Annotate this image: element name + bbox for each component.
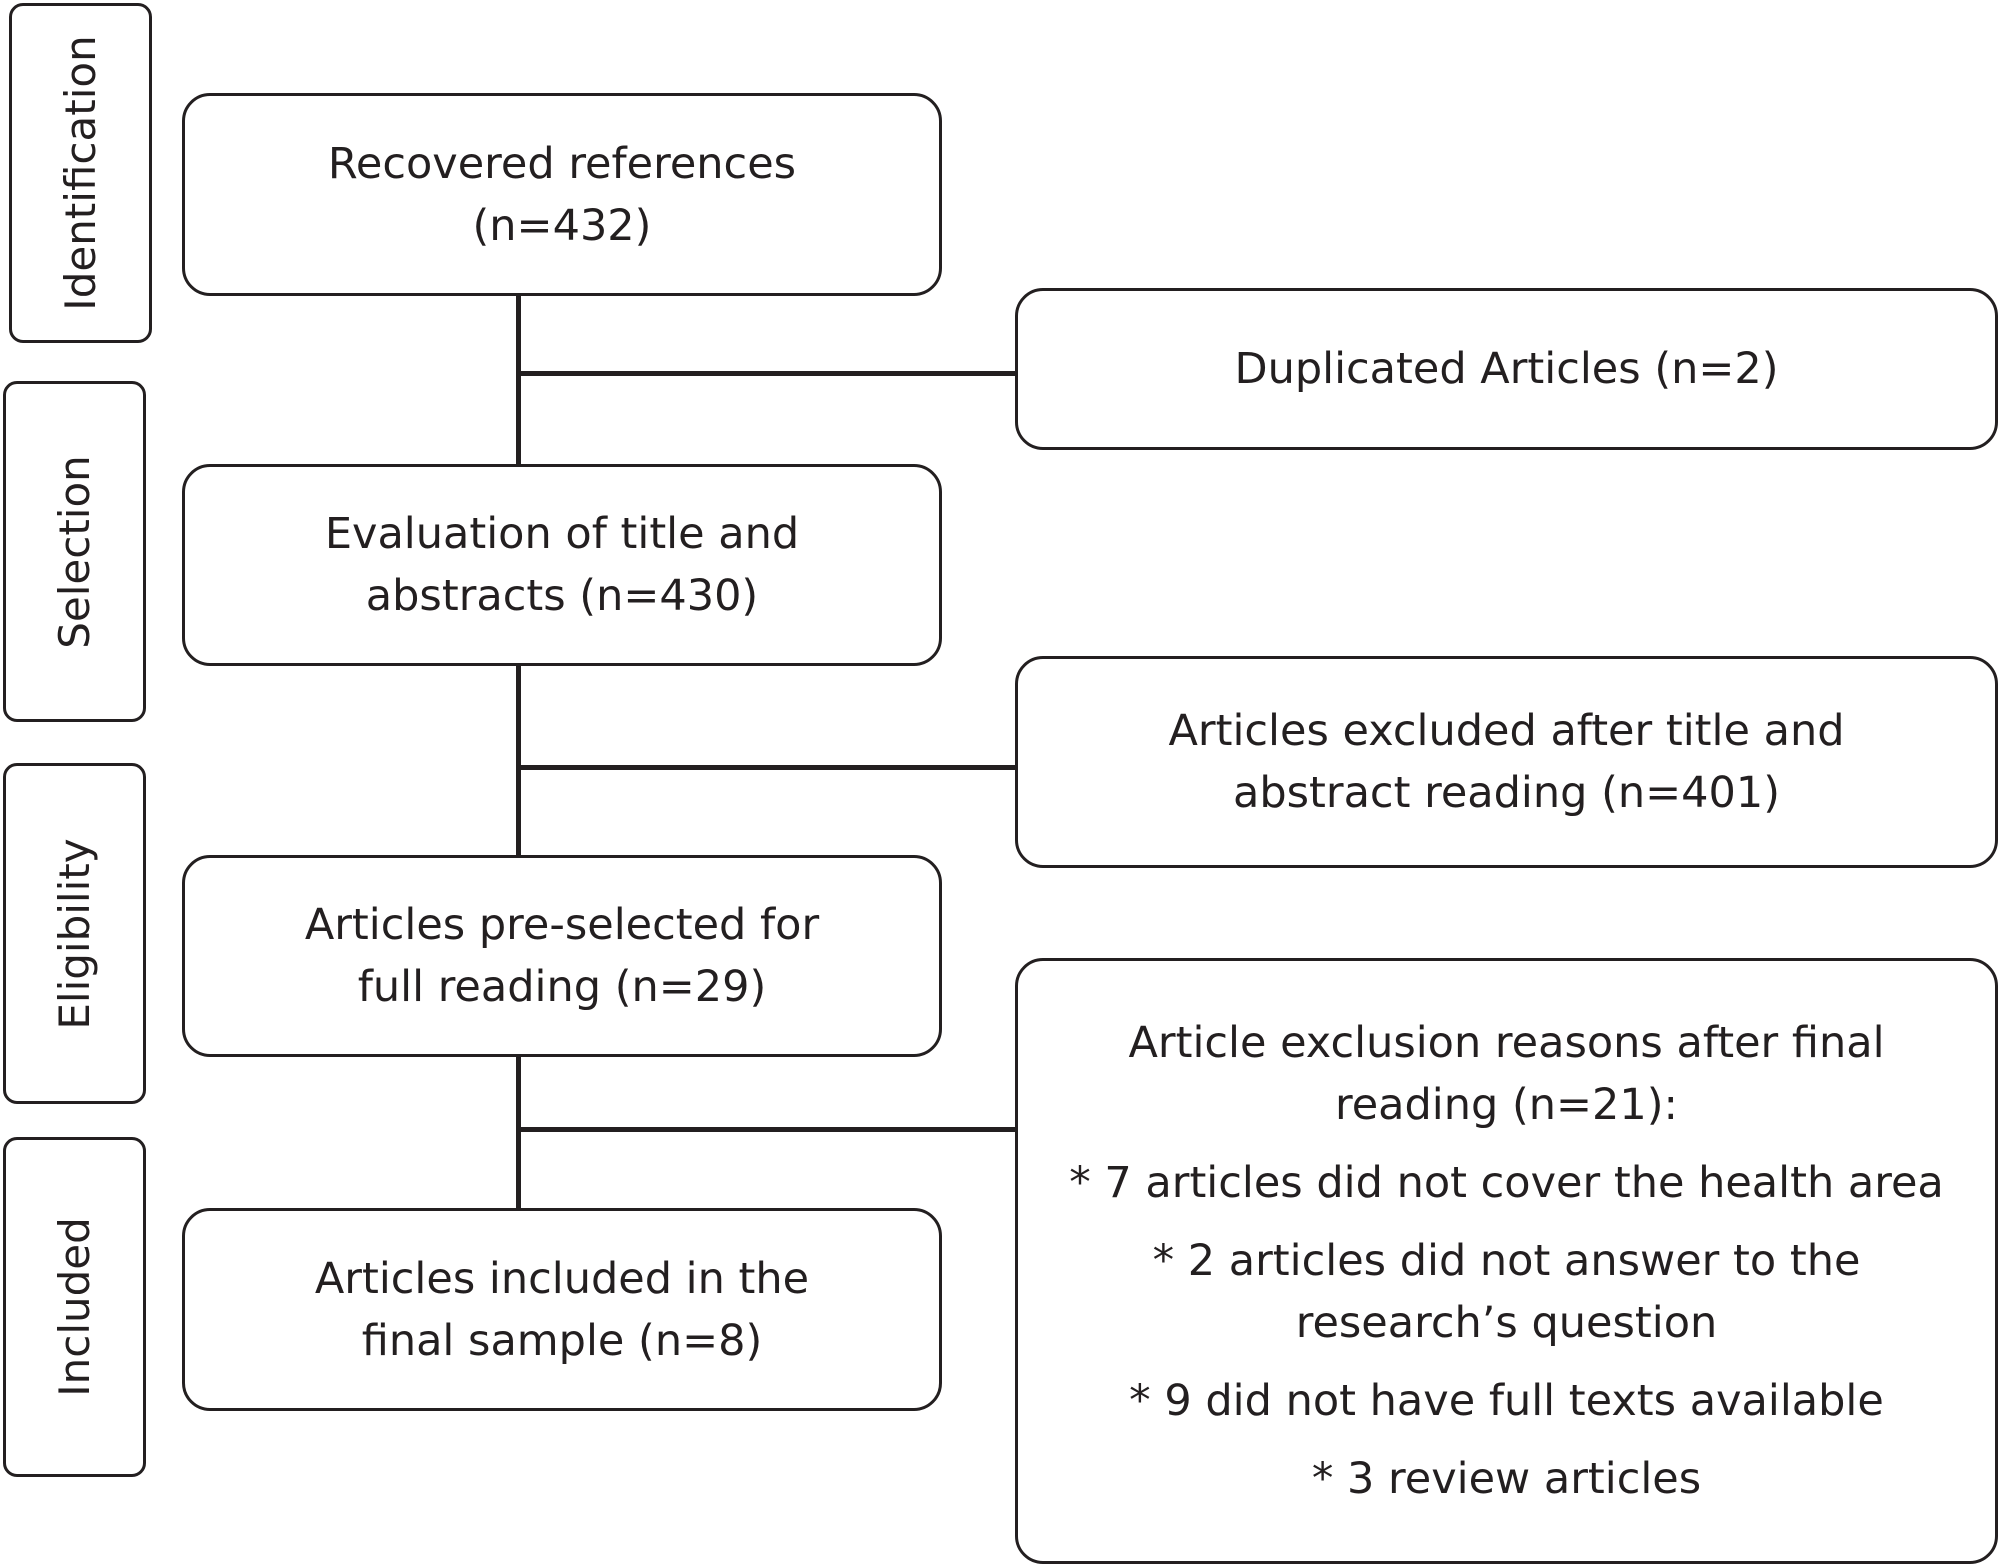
box-included-final-sample: Articles included in the final sample (n…	[182, 1208, 942, 1411]
connector-vertical-1	[516, 294, 521, 466]
title-abstract-line1: Articles excluded after title and	[1168, 706, 1845, 756]
evaluation-line2: abstracts (n=430)	[365, 571, 759, 621]
connector-horizontal-title-abstract	[516, 765, 1017, 770]
connector-vertical-2	[516, 663, 521, 856]
final-reading-heading1: Article exclusion reasons after final	[1128, 1018, 1885, 1068]
final-reading-reason1: * 7 articles did not cover the health ar…	[1069, 1158, 1944, 1208]
box-preselected-full-reading: Articles pre-selected for full reading (…	[182, 855, 942, 1057]
final-reading-reason3: * 9 did not have full texts available	[1129, 1376, 1884, 1426]
included-line2: final sample (n=8)	[361, 1315, 763, 1366]
connector-horizontal-duplicated	[516, 371, 1017, 376]
stage-eligibility: Eligibility	[3, 763, 146, 1104]
box-excluded-title-abstract: Articles excluded after title and abstra…	[1015, 656, 1998, 868]
preselected-line1: Articles pre-selected for	[304, 900, 820, 950]
box-evaluation-title-abstracts: Evaluation of title and abstracts (n=430…	[182, 464, 942, 666]
box-final-reading-exclusions: Article exclusion reasons after final re…	[1015, 958, 1998, 1564]
preselected-line2: full reading (n=29)	[357, 962, 767, 1012]
stage-identification-label: Identification	[55, 35, 105, 311]
final-reading-reason2-line1: * 2 articles did not answer to the	[1152, 1236, 1861, 1286]
title-abstract-line2: abstract reading (n=401)	[1232, 768, 1780, 818]
recovered-line1: Recovered references	[327, 138, 797, 189]
stage-selection-label: Selection	[49, 454, 99, 649]
recovered-line2: (n=432)	[472, 200, 652, 251]
stage-selection: Selection	[3, 381, 146, 722]
stage-included-label: Included	[49, 1217, 99, 1397]
duplicated-line1: Duplicated Articles (n=2)	[1234, 344, 1779, 394]
connector-horizontal-final-reading	[516, 1127, 1017, 1132]
stage-identification: Identification	[9, 3, 152, 343]
connector-vertical-3	[516, 1054, 521, 1211]
box-duplicated-articles: Duplicated Articles (n=2)	[1015, 288, 1998, 450]
final-reading-reason4: * 3 review articles	[1311, 1454, 1702, 1504]
final-reading-heading2: reading (n=21):	[1334, 1080, 1679, 1130]
final-reading-reason2-line2: research’s question	[1295, 1298, 1718, 1348]
included-line1: Articles included in the	[314, 1253, 810, 1304]
box-recovered-references: Recovered references (n=432)	[182, 93, 942, 296]
stage-eligibility-label: Eligibility	[49, 837, 99, 1030]
evaluation-line1: Evaluation of title and	[324, 509, 800, 559]
stage-included: Included	[3, 1137, 146, 1477]
